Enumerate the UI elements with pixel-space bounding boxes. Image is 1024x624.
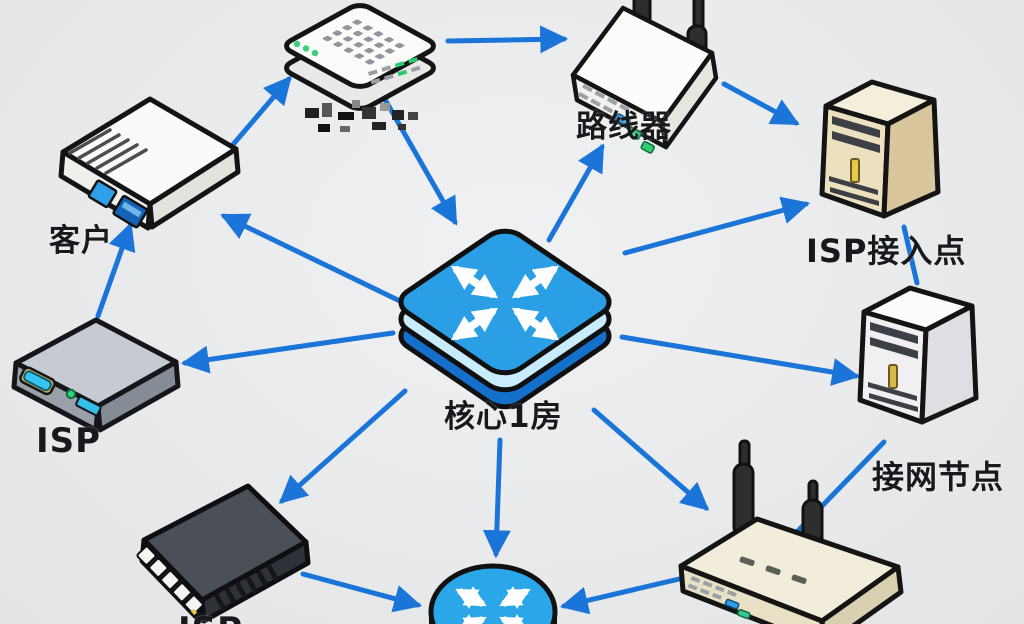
node-client (58, 96, 241, 231)
glitched-text-block (305, 100, 418, 132)
edge-isp-access-edge-node (901, 224, 920, 286)
router-arrows-icon (455, 586, 531, 624)
router-top-ports (577, 84, 655, 154)
node-bottom-router (428, 563, 558, 624)
hub-status-leds (293, 40, 319, 57)
client-ports (87, 179, 149, 229)
switch-arrows-icon (450, 265, 560, 341)
edge-hub-router-top (445, 25, 569, 54)
client-vents (68, 128, 148, 175)
usb-port-icon (75, 395, 102, 417)
edge-core-isp-access (622, 196, 811, 256)
ethernet-ports (136, 545, 204, 616)
node-isp-modem (11, 317, 181, 433)
edge-core-isp-switch (278, 388, 408, 504)
label-isp-access-point: ISP接入点 (806, 232, 967, 270)
edge-core-router-top (546, 143, 605, 243)
hub-ports (368, 57, 421, 85)
edges (95, 25, 920, 615)
node-router-top (570, 0, 719, 154)
wifi-router-top-vents (739, 556, 807, 585)
edge-core-edge-node (619, 334, 861, 386)
edge-core-isp-modem (180, 330, 396, 374)
label-isp-switch: ISP (178, 610, 243, 624)
label-isp-modem: ISP (36, 421, 102, 461)
node-core-switch (392, 225, 618, 413)
status-led (65, 388, 77, 400)
power-button (850, 158, 860, 183)
switch-vents (214, 565, 279, 611)
label-core-switch: 核心1房 (444, 399, 563, 435)
node-isp-access-point (819, 79, 941, 219)
node-wifi-router (678, 439, 904, 624)
hdmi-port-icon (19, 366, 56, 396)
node-hub-top (281, 2, 439, 111)
edge-core-client (220, 213, 405, 305)
hub-vent-grid (322, 19, 405, 65)
server-slots (829, 116, 880, 206)
wifi-router-ports (687, 576, 751, 620)
node-edge-node (857, 285, 979, 425)
edge-isp-switch-bottom-router (300, 571, 423, 613)
label-edge-node: 接网节点 (872, 458, 1005, 496)
edge-core-wifi (591, 407, 710, 511)
edge-isp-modem-client (95, 222, 136, 319)
label-router-top: 路线器 (576, 109, 672, 145)
node-isp-switch (136, 483, 311, 624)
power-button (888, 364, 898, 389)
edge-wifi-bottom-router (559, 573, 695, 615)
edge-router-top-isp-access (721, 81, 800, 126)
server-slots (868, 322, 918, 412)
edge-core-bottom-router (482, 437, 511, 559)
label-client: 客户 (49, 223, 113, 259)
